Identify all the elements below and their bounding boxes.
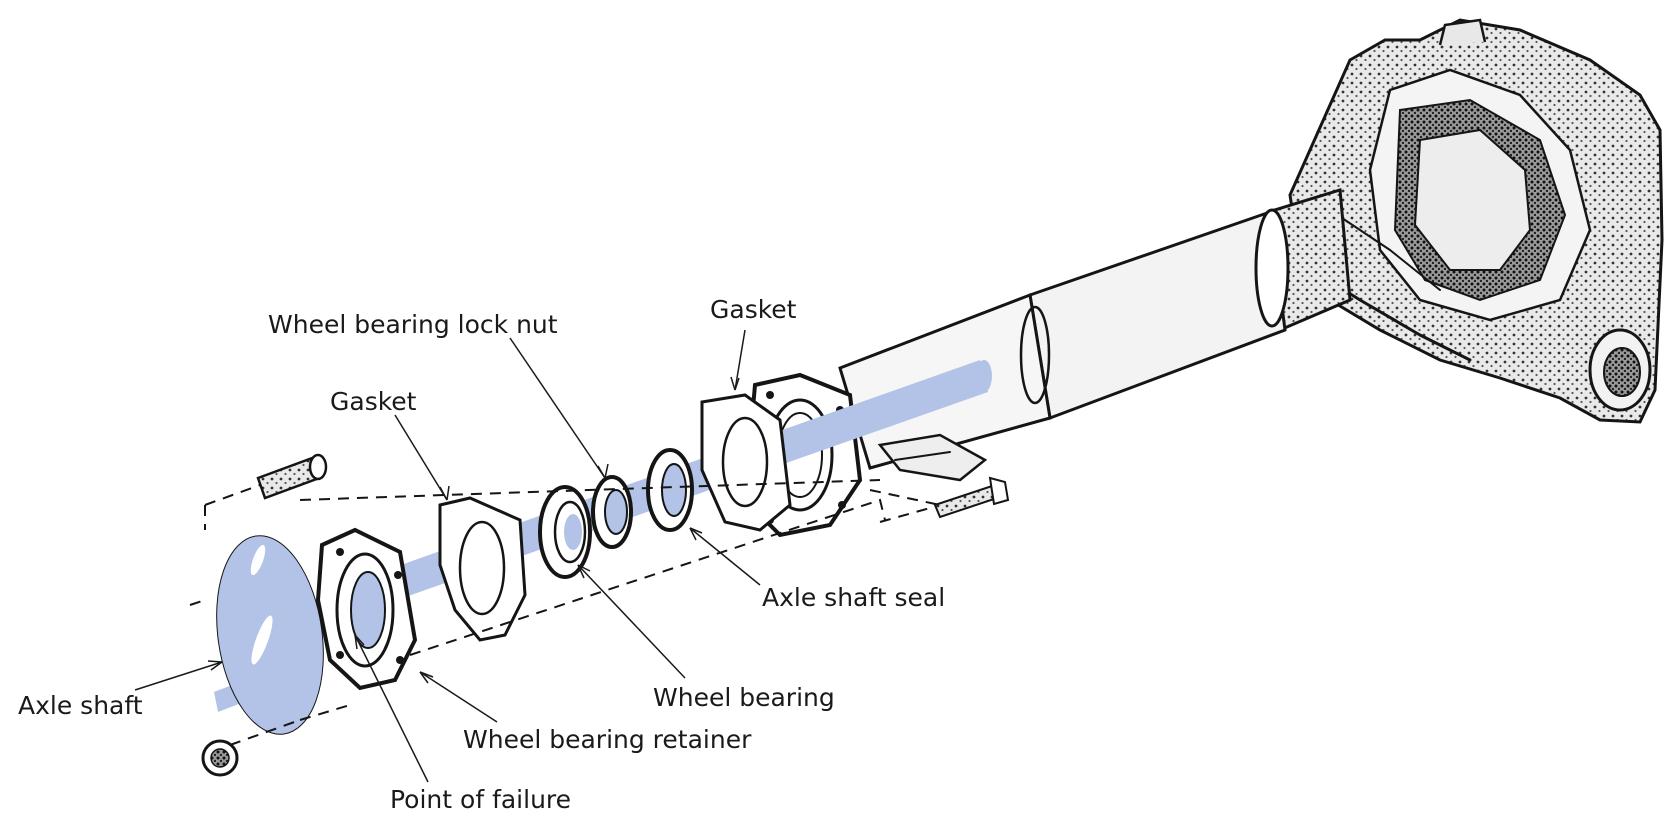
leader-lines (134, 329, 761, 783)
wheel-bearing-retainer-part (315, 527, 418, 691)
axle-flange-disc (216, 535, 324, 735)
label-axle-shaft-seal: Axle shaft seal (762, 583, 945, 612)
label-gasket-left: Gasket (330, 387, 417, 416)
label-gasket-top: Gasket (710, 295, 797, 324)
label-wheel-bearing-retainer: Wheel bearing retainer (463, 725, 752, 754)
axle-shaft-seal-part (646, 448, 694, 532)
label-wheel-bearing-lock-nut: Wheel bearing lock nut (268, 310, 558, 339)
gasket-left-part (438, 496, 527, 642)
axle-tube (838, 188, 1352, 482)
label-wheel-bearing: Wheel bearing (653, 683, 835, 712)
label-point-of-failure: Point of failure (390, 785, 571, 814)
wheel-bearing-part (538, 485, 592, 579)
label-axle-shaft: Axle shaft (18, 691, 143, 720)
wheel-bearing-lock-nut-part (591, 475, 633, 549)
hardware (201, 453, 1010, 777)
differential-housing (1288, 18, 1664, 424)
assembly-dashed-lines (189, 479, 941, 746)
